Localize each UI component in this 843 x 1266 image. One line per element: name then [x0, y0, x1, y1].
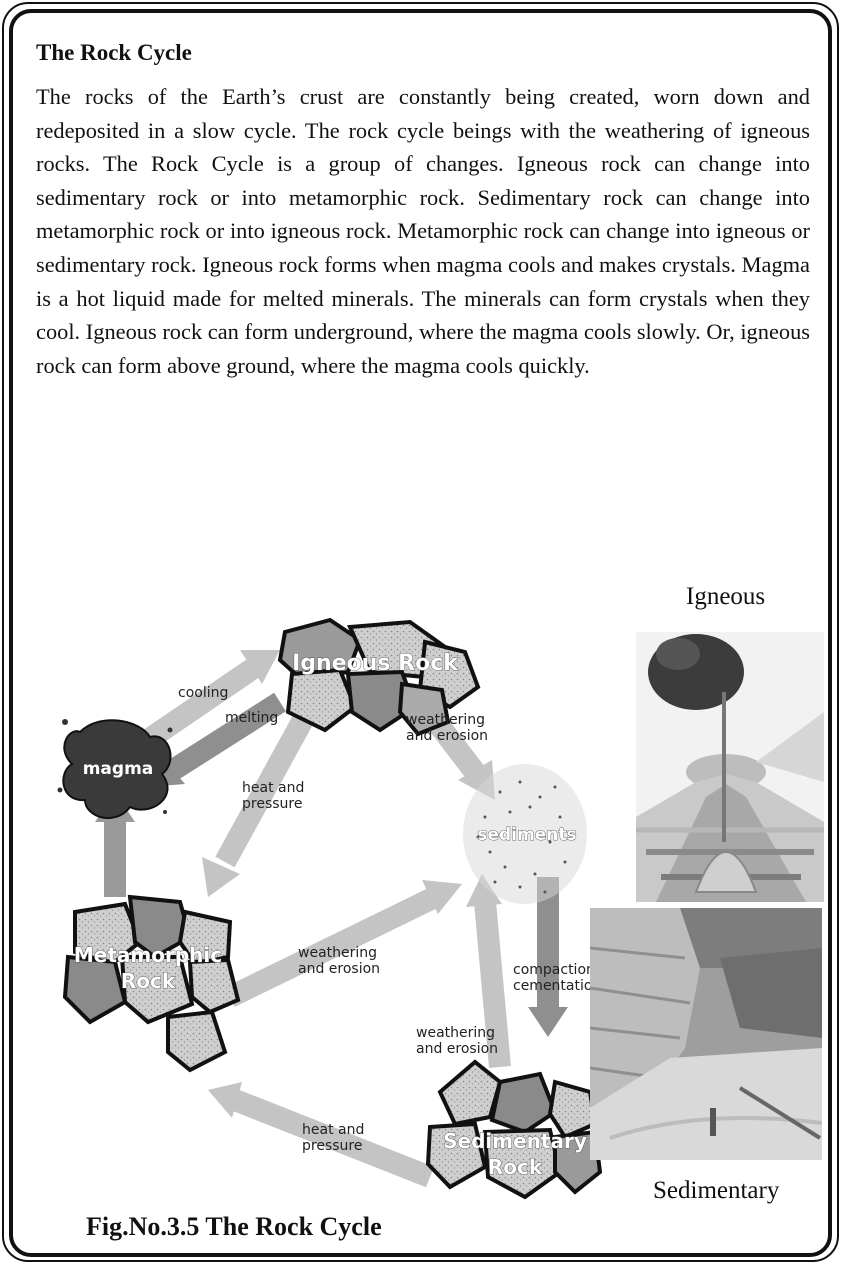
metamorphic-label-line2: Rock — [121, 969, 176, 993]
label-compaction-2: cementation — [513, 978, 601, 994]
label-weathering-top-1: weathering — [406, 712, 485, 728]
igneous-volcano-photo — [636, 632, 824, 902]
sedimentary-label-line2: Rock — [488, 1155, 543, 1179]
label-weathering-top-2: and erosion — [406, 728, 488, 744]
sedimentary-photo-label: Sedimentary — [653, 1177, 779, 1205]
label-weathering-mid-1: weathering — [298, 945, 377, 961]
sediments-node: sediments — [463, 764, 587, 904]
section-title: The Rock Cycle — [36, 40, 192, 66]
label-weathering-low-2: and erosion — [416, 1041, 498, 1057]
magma-label: magma — [83, 759, 154, 779]
rock-cycle-diagram: Igneous Rock magma sediments Metamorphic — [30, 612, 630, 1222]
igneous-rock-label: Igneous Rock — [292, 651, 459, 676]
metamorphic-label-line1: Metamorphic — [74, 943, 222, 967]
label-weathering-low-1: weathering — [416, 1025, 495, 1041]
label-heat-bottom-2: pressure — [302, 1138, 362, 1154]
label-melting: melting — [225, 710, 278, 726]
sedimentary-rock-node: Sedimentary Rock — [428, 1062, 600, 1197]
metamorphic-rock-node: Metamorphic Rock — [65, 897, 238, 1070]
body-paragraph: The rocks of the Earth’s crust are const… — [36, 80, 810, 382]
label-heat-center-1: heat and — [242, 780, 304, 796]
label-heat-center-2: pressure — [242, 796, 302, 812]
sediments-label: sediments — [477, 825, 576, 845]
sedimentary-label-line1: Sedimentary — [443, 1129, 587, 1153]
label-cooling: cooling — [178, 685, 228, 701]
figure-caption: Fig.No.3.5 The Rock Cycle — [86, 1212, 382, 1242]
label-weathering-mid-2: and erosion — [298, 961, 380, 977]
sedimentary-cliff-photo — [590, 908, 822, 1160]
arrow-weathering-mid — [230, 880, 462, 997]
igneous-photo-label: Igneous — [686, 583, 765, 611]
label-heat-bottom-1: heat and — [302, 1122, 364, 1138]
